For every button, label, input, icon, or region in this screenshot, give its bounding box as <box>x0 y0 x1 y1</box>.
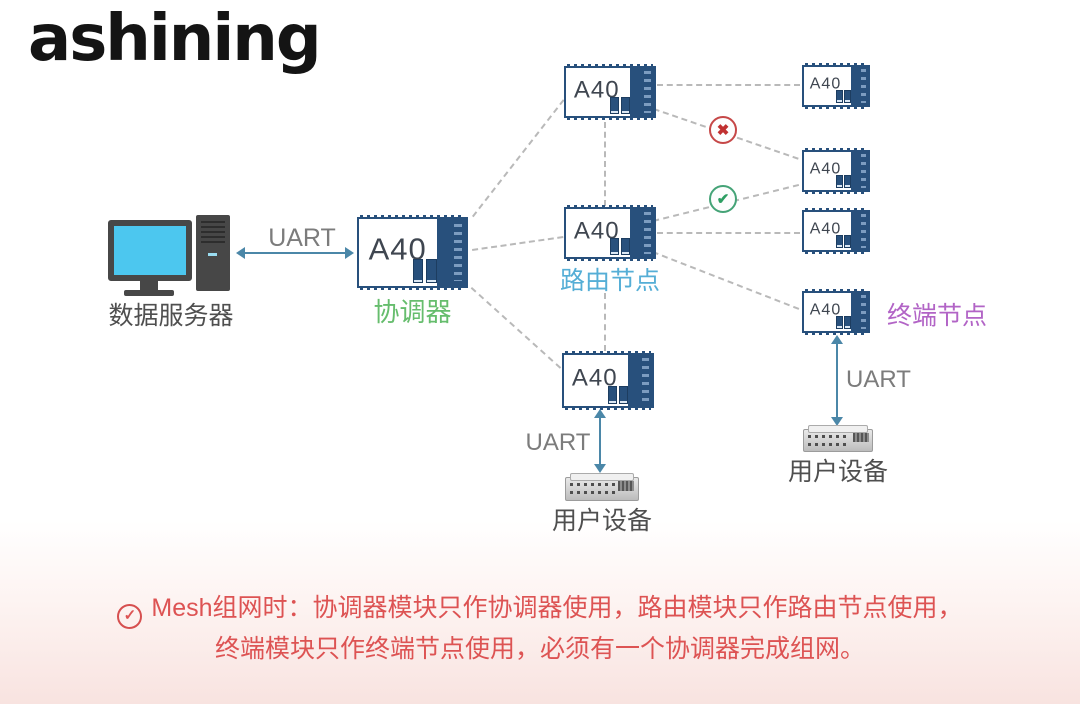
link-top-router <box>604 122 606 206</box>
module-chip-label: A40 <box>809 160 842 178</box>
chip-components <box>836 316 851 330</box>
uart-label-mid: UART <box>525 429 591 456</box>
antenna-strip <box>851 292 869 332</box>
user-device-mid-icon <box>565 473 639 501</box>
arrowhead-down <box>594 464 606 473</box>
antenna-strip <box>437 218 467 287</box>
module-chip-label: A40 <box>809 75 842 93</box>
chip-components <box>836 175 851 189</box>
antenna-strip <box>630 208 655 258</box>
chip-components <box>608 386 628 404</box>
link-fail-icon: ✖ <box>709 116 737 144</box>
a40-module-end-4: A40 <box>802 289 870 335</box>
mesh-note-text1: Mesh组网时：协调器模块只作协调器使用，路由模块只作路由节点使用， <box>151 594 963 622</box>
user-device-right-icon <box>803 425 873 452</box>
uart-label-left: UART <box>268 224 336 252</box>
link-top-end1 <box>657 84 800 86</box>
monitor-icon <box>108 220 192 281</box>
link-ok-icon: ✔ <box>709 185 737 213</box>
user-device-right-label: 用户设备 <box>787 458 888 486</box>
uart-arrow-mid <box>594 409 606 473</box>
link-router-end3 <box>657 232 800 234</box>
coordinator-role-label: 协调器 <box>373 297 452 327</box>
antenna-strip <box>851 151 869 191</box>
antenna-strip <box>851 66 869 106</box>
antenna-strip <box>851 211 869 251</box>
arrowhead-up <box>594 409 606 418</box>
arrowhead-left <box>236 247 245 259</box>
mesh-note-line1: ✓ Mesh组网时：协调器模块只作协调器使用，路由模块只作路由节点使用， <box>0 588 1080 629</box>
chip-components <box>610 97 630 114</box>
arrowhead-down <box>831 417 843 426</box>
user-device-mid-label: 用户设备 <box>551 507 652 535</box>
a40-module-end-1: A40 <box>802 63 870 109</box>
a40-module-end-3: A40 <box>802 208 870 254</box>
arrow-line <box>599 415 601 467</box>
chip-components <box>413 259 438 283</box>
uart-arrow-left <box>236 247 354 259</box>
chip-components <box>610 238 630 255</box>
a40-module-top: A40 <box>564 64 656 120</box>
check-circle-icon: ✓ <box>117 603 143 629</box>
mesh-note-line2: 终端模块只作终端节点使用，必须有一个协调器完成组网。 <box>214 634 865 663</box>
router-role-label: 路由节点 <box>559 267 660 295</box>
link-router-bottom <box>604 293 606 351</box>
antenna-strip <box>630 67 655 117</box>
link-coordinator-top <box>472 99 565 218</box>
a40-module-bottom: A40 <box>562 351 654 410</box>
antenna-strip <box>628 354 653 407</box>
monitor-base <box>124 290 174 296</box>
link-coordinator-bottom <box>470 287 562 369</box>
arrow-line <box>836 341 838 420</box>
end-role-label: 终端节点 <box>886 302 987 330</box>
chip-components <box>836 90 851 104</box>
chip-components <box>836 235 851 249</box>
arrowhead-right <box>345 247 354 259</box>
ashining-logo: ashining <box>28 2 322 76</box>
arrow-line <box>242 252 348 254</box>
a40-module-end-2: A40 <box>802 148 870 194</box>
link-coordinator-router <box>472 236 564 251</box>
mesh-note: ✓ Mesh组网时：协调器模块只作协调器使用，路由模块只作路由节点使用， 终端模块… <box>0 588 1080 669</box>
device-panel <box>852 432 869 443</box>
module-chip-label: A40 <box>809 220 842 238</box>
module-chip-label: A40 <box>809 301 842 319</box>
server-label: 数据服务器 <box>108 302 234 330</box>
link-router-end4 <box>652 251 800 310</box>
a40-module-coordinator: A40 <box>357 215 468 290</box>
uart-label-right: UART <box>846 366 911 393</box>
pc-tower-icon <box>196 215 230 291</box>
arrowhead-up <box>831 335 843 344</box>
uart-arrow-right <box>831 335 843 426</box>
monitor-stand <box>140 281 158 290</box>
device-panel <box>617 480 635 491</box>
a40-module-router: A40 <box>564 205 656 261</box>
